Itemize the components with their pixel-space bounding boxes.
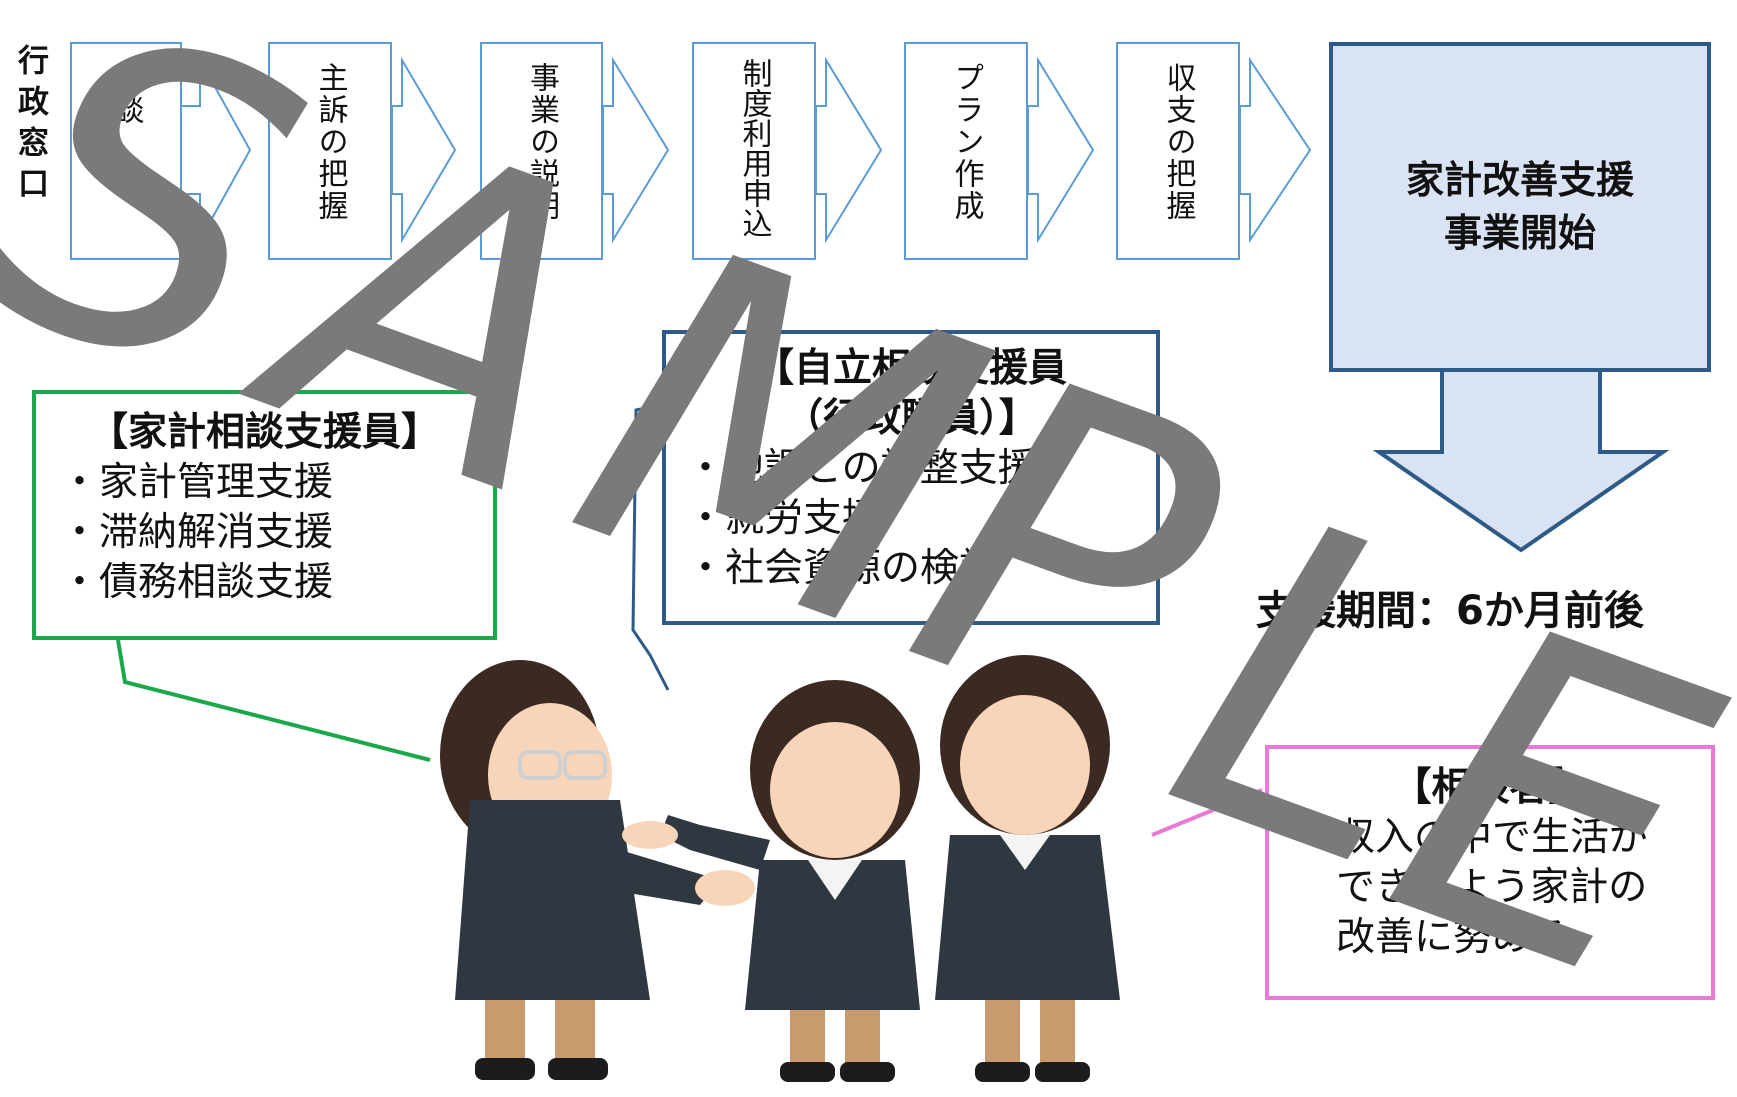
person-kakei-staff <box>440 660 755 1080</box>
connector-kakei <box>116 639 431 762</box>
support-period-label: 支援期間：6か月前後 <box>1256 588 1644 634</box>
role-item-sodansha: 改善に努める。 <box>1297 914 1610 960</box>
role-item-sodansha: できるよう家計の <box>1297 864 1648 910</box>
role-items-kakei: ・家計管理支援 ・滞納解消支援 ・債務相談支援 <box>60 458 493 608</box>
role-items-sodansha: ・収入の中で生活が できるよう家計の 改善に努める。 <box>1297 813 1711 963</box>
step-box-shushi: 収支の把握 <box>1116 42 1240 260</box>
start-box-kakei-kaizen: 家計改善支援 事業開始 <box>1329 42 1711 372</box>
people-illustration <box>440 655 1120 1082</box>
role-box-kakei-soudan: 【家計相談支援員】 ・家計管理支援 ・滞納解消支援 ・債務相談支援 <box>32 390 497 640</box>
role-box-jiritsu-soudan: 【自立相談支援員 （行政職員）】 ・他課との調整支援 ・就労支援 ・社会資源の検… <box>662 330 1160 625</box>
chevron-arrow-6 <box>1239 56 1312 244</box>
connector-sodansha <box>1151 788 1263 837</box>
step-label-jigyo: 事業の説明 <box>524 62 559 222</box>
chevron-arrow-2 <box>391 56 457 244</box>
role-title-jiritsu-2: （行政職員）】 <box>784 395 1038 441</box>
flow-chevrons <box>179 56 1312 244</box>
role-title-jiritsu-1: 【自立相談支援員 <box>754 346 1067 391</box>
role-item-jiritsu: ・社会資源の検討 <box>686 545 999 591</box>
person-jiritsu-staff <box>622 680 920 1082</box>
step-box-jigyo: 事業の説明 <box>480 42 603 260</box>
side-label-gyosei-madoguchi: 行政窓口 <box>12 44 48 208</box>
step-label-shuso: 主訴の把握 <box>312 62 348 222</box>
start-box-line2: 事業開始 <box>1443 211 1596 255</box>
role-title-sodansha: 【相談者】 <box>1392 765 1588 810</box>
step-label-plan: プラン作成 <box>948 62 984 222</box>
step-label-soudan: 相談 <box>108 62 144 126</box>
person-sodansha <box>935 655 1120 1082</box>
connector-jiritsu <box>631 403 670 691</box>
chevron-arrow-1 <box>179 56 252 244</box>
role-title-kakei: 【家計相談支援員】 <box>88 410 440 455</box>
role-item-sodansha: ・収入の中で生活が <box>1297 814 1649 860</box>
step-label-seido: 制度利用申込 <box>736 58 772 238</box>
step-box-plan: プラン作成 <box>904 42 1028 260</box>
role-items-jiritsu: ・他課との調整支援 ・就労支援 ・社会資源の検討 <box>686 444 1156 594</box>
role-item-jiritsu: ・他課との調整支援 <box>686 445 1037 491</box>
down-arrow-icon <box>1372 368 1670 553</box>
role-item-kakei: ・滞納解消支援 <box>60 509 334 555</box>
role-item-kakei: ・家計管理支援 <box>60 459 334 505</box>
role-item-jiritsu: ・就労支援 <box>686 495 882 541</box>
step-label-shushi: 収支の把握 <box>1160 62 1196 222</box>
step-box-seido: 制度利用申込 <box>692 42 816 260</box>
role-box-sodansha: 【相談者】 ・収入の中で生活が できるよう家計の 改善に努める。 <box>1265 745 1715 1000</box>
start-box-line1: 家計改善支援 <box>1405 157 1634 202</box>
chevron-arrow-5 <box>1027 56 1095 244</box>
step-box-shuso: 主訴の把握 <box>268 42 392 260</box>
role-item-kakei: ・債務相談支援 <box>60 559 334 605</box>
chevron-arrow-4 <box>815 56 883 244</box>
step-box-soudan: 相談 <box>70 42 182 260</box>
chevron-arrow-3 <box>602 56 670 244</box>
